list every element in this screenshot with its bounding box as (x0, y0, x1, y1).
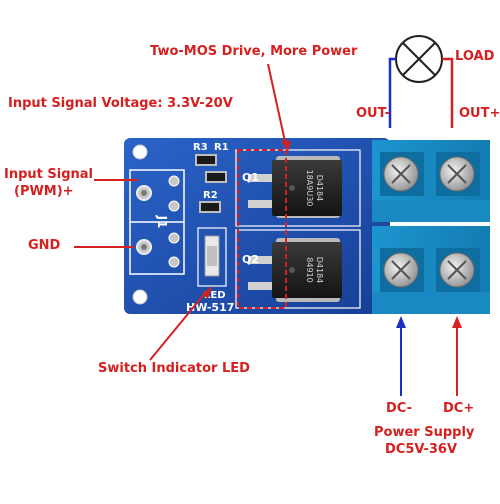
annotation-power-range: DC5V-36V (385, 442, 458, 457)
board-model: HW-517 (186, 301, 234, 314)
mosfet-q1 (248, 156, 342, 218)
terminal-wire-slot (372, 200, 490, 222)
silk-r1: R1 (214, 142, 229, 153)
mosfet-q2 (248, 238, 342, 302)
mosfet-body (272, 160, 342, 216)
via (168, 200, 180, 212)
silk-led: LED (204, 290, 226, 301)
resistor-r1 (205, 171, 227, 183)
annotation-power-supply: Power Supply (374, 425, 475, 440)
mos-highlight-box (237, 149, 287, 309)
arrowhead (396, 316, 406, 328)
annotation-dc-plus: DC+ (443, 401, 475, 416)
via (168, 256, 180, 268)
pin-pad (141, 190, 147, 196)
header-pins (136, 175, 180, 268)
mount-hole-bottom-left (132, 289, 148, 305)
silk-q1: Q1 (242, 171, 259, 184)
pin-pad (141, 244, 147, 250)
mosfet-q2-marking-1: D4184 (315, 257, 324, 284)
screw-slot (391, 164, 411, 184)
via (168, 175, 180, 187)
arrowhead (452, 316, 462, 328)
mosfet-lead (248, 256, 272, 264)
mount-hole-top-left (132, 144, 148, 160)
annotation-dc-minus: DC- (386, 401, 413, 416)
annotation-two-mos: Two-MOS Drive, More Power (150, 44, 358, 59)
mosfet-lead (248, 200, 272, 208)
resistor-r3 (195, 154, 217, 166)
annotation-switch-led: Switch Indicator LED (98, 361, 250, 376)
annotation-out-plus: OUT+ (459, 106, 500, 121)
screw-slot (447, 260, 467, 280)
silk-r3: R3 (193, 142, 208, 153)
terminal-block-out (372, 140, 490, 222)
screw-slot (391, 260, 411, 280)
load-lamp-cross (402, 42, 436, 76)
silk-j1: J1 (155, 215, 169, 229)
annotation-load: LOAD (455, 49, 495, 64)
annotation-input-signal-line1: Input Signal (4, 167, 94, 182)
silk-outline-q1 (235, 149, 361, 227)
mosfet-lead (248, 282, 272, 290)
mosfet-q2-marking-2: 84910 (305, 257, 314, 282)
silk-r2: R2 (203, 190, 218, 201)
wire-out-plus (442, 57, 454, 128)
mosfet-dot (289, 185, 295, 191)
silk-outline-q2 (235, 229, 361, 309)
mosfet-dot (289, 267, 295, 273)
mosfet-q1-marking-1: D4184 (315, 175, 324, 202)
annotation-out-minus: OUT- (356, 106, 390, 121)
annotation-gnd: GND (28, 238, 61, 253)
arrow-led (149, 291, 207, 361)
silk-q2: Q2 (242, 253, 259, 266)
screw-slot (447, 164, 467, 184)
arrowhead (202, 286, 212, 299)
terminal-wire-slot (372, 292, 490, 314)
mosfet-lead (248, 174, 272, 182)
arrow-two-mos (267, 63, 287, 147)
annotation-input-voltage: Input Signal Voltage: 3.3V-20V (8, 96, 233, 111)
resistor-r2 (199, 201, 221, 213)
mosfet-body (272, 242, 342, 298)
mosfet-q1-marking-2: 18A9U30 (305, 170, 314, 207)
indicator-led-body (207, 246, 217, 266)
wire-out-minus (388, 57, 396, 128)
via (168, 232, 180, 244)
terminal-block-power (372, 226, 490, 314)
annotation-input-signal-line2: (PWM)+ (14, 184, 74, 199)
arrowhead (281, 140, 291, 152)
